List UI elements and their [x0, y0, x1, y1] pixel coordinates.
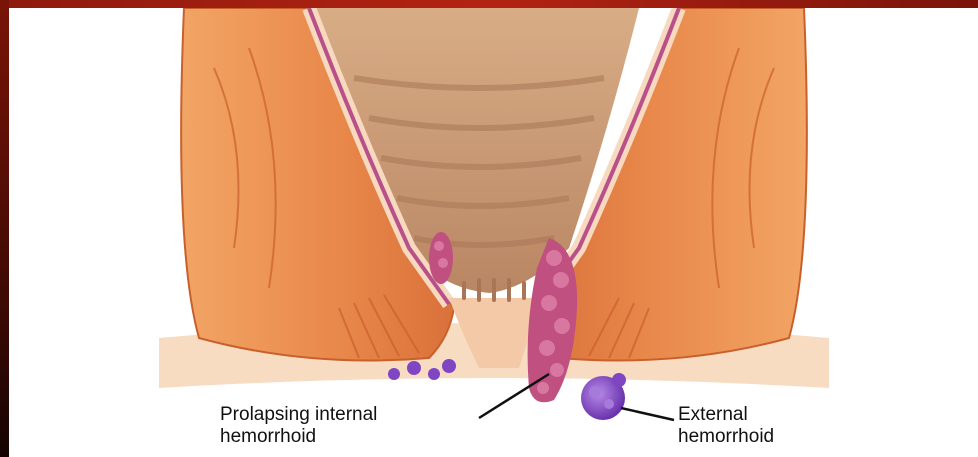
external-hemorrhoid: [581, 373, 626, 420]
frame-top-border: [0, 0, 978, 8]
frame-left-border: [0, 0, 9, 457]
anal-canal-illustration: [9, 8, 978, 457]
internal-hemorrhoid-label: Prolapsing internal hemorrhoid: [220, 404, 460, 448]
diagram-panel: Prolapsing internal hemorrhoid External …: [9, 8, 978, 457]
external-leader-line: [621, 408, 674, 420]
left-internal-cushion: [429, 232, 453, 284]
external-hemorrhoid-label: External hemorrhoid: [678, 404, 878, 448]
